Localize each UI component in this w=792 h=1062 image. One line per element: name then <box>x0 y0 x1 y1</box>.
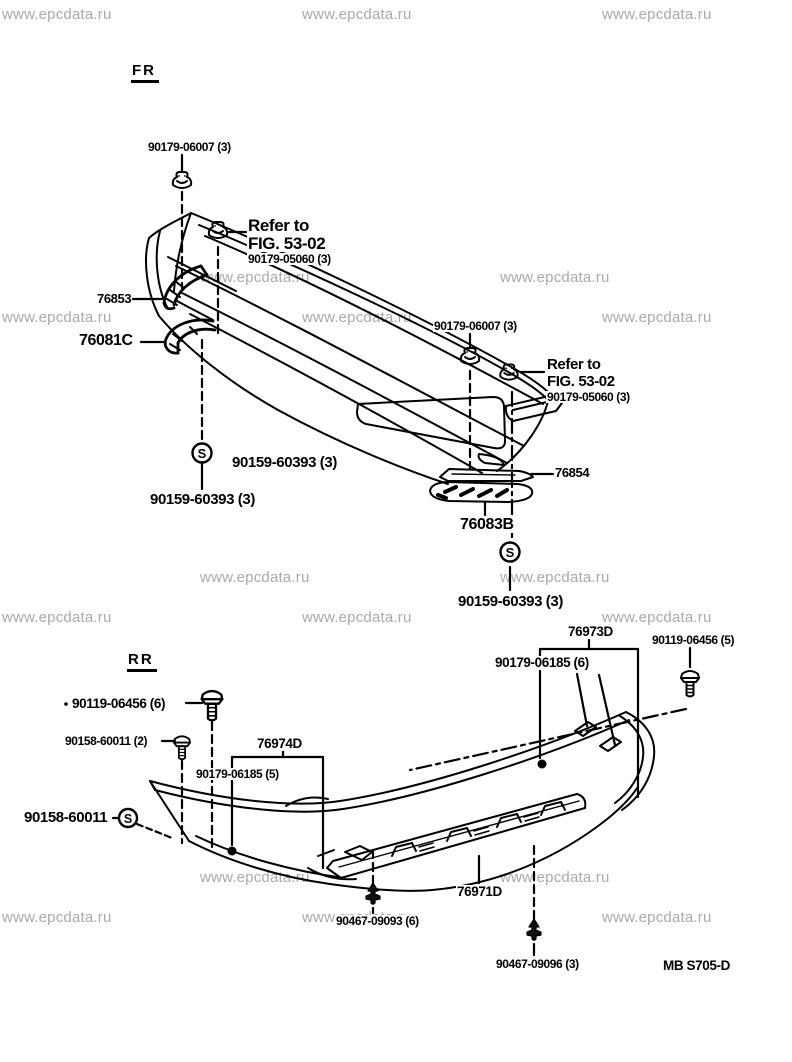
fr-screw-mid-label: 90159-60393 (3) <box>231 454 338 471</box>
fr-bumper-outline <box>145 212 563 485</box>
screw-symbol-circle <box>117 807 139 829</box>
rivet-clip-icon <box>526 918 542 942</box>
watermark: www.epcdata.ru <box>302 6 412 23</box>
fr-bracket-76853 <box>162 264 209 311</box>
watermark: www.epcdata.ru <box>2 909 112 926</box>
watermark: www.epcdata.ru <box>302 609 412 626</box>
rivet-clip-icon <box>365 882 381 906</box>
watermark: www.epcdata.ru <box>302 309 412 326</box>
watermark: www.epcdata.ru <box>602 609 712 626</box>
fr-refer-note1-line2: FIG. 53-02 <box>247 234 327 253</box>
screw-symbol-letter: S <box>506 545 515 560</box>
rr-screw-60011-s-label: 90158-60011 <box>23 809 109 826</box>
rr-rail-76971d <box>307 793 587 881</box>
watermark: www.epcdata.ru <box>2 609 112 626</box>
watermark: www.epcdata.ru <box>200 869 310 886</box>
rr-clip-06185-6-label: 90179-06185 (6) <box>494 655 590 670</box>
fr-refer-note2-line1: Refer to <box>546 356 602 373</box>
rr-rivet-09093-label: 90467-09093 (6) <box>335 914 420 928</box>
fr-refer-note2-line2: FIG. 53-02 <box>546 373 616 390</box>
fr-nut-mid-label: 90179-06007 (3) <box>433 319 518 333</box>
rr-screw-60011-2-label: 90158-60011 (2) <box>64 734 149 748</box>
fr-bracket-76853-label: 76853 <box>96 291 133 306</box>
screw-icon <box>172 735 192 761</box>
figure-code: MB S705-D <box>662 958 731 973</box>
rr-spoiler-drawing: S <box>64 638 700 957</box>
fr-refer-note2-part: 90179-05060 (3) <box>546 390 631 404</box>
screw-symbol-circle <box>191 442 213 464</box>
fr-strip-76854 <box>439 468 534 482</box>
screw-icon <box>680 670 700 698</box>
watermark: www.epcdata.ru <box>500 569 610 586</box>
rr-screw-symbols: S <box>64 702 139 829</box>
rr-bolt-06456-6-label: 90119-06456 (6) <box>71 696 167 711</box>
watermark: www.epcdata.ru <box>602 6 712 23</box>
rr-fasteners <box>172 670 700 942</box>
fr-bracket-76081c-label: 76081C <box>78 332 134 349</box>
rr-pad-76974d-label: 76974D <box>256 736 303 751</box>
fr-refer-note1-line1: Refer to <box>247 216 311 235</box>
screw-symbol-letter: S <box>198 446 207 461</box>
rr-clip-06185-5-label: 90179-06185 (5) <box>195 767 280 781</box>
rr-garnish-76971d-label: 76971D <box>456 884 503 899</box>
speck <box>64 702 68 706</box>
fr-fasteners <box>171 171 519 381</box>
rr-rivet-09096-label: 90467-09096 (3) <box>495 957 580 971</box>
rr-bolt-06456-5-label: 90119-06456 (5) <box>651 633 736 647</box>
fr-bracket-76081c <box>163 318 217 355</box>
screw-symbol-circle <box>499 541 521 563</box>
watermark: www.epcdata.ru <box>500 869 610 886</box>
fr-lip-76083b-label: 76083B <box>459 516 515 533</box>
screw-icon <box>200 689 224 722</box>
watermark: www.epcdata.ru <box>2 309 112 326</box>
watermark: www.epcdata.ru <box>602 309 712 326</box>
clip-icon <box>171 171 193 189</box>
fr-strip-76854-label: 76854 <box>554 465 591 480</box>
screw-symbol-letter: S <box>124 812 132 826</box>
rr-top-clips <box>227 721 622 856</box>
rr-pad-76973d-label: 76973D <box>567 624 614 639</box>
fr-section-label: FR <box>131 63 159 83</box>
fr-nut-top-label: 90179-06007 (3) <box>147 140 232 154</box>
watermark: www.epcdata.ru <box>500 269 610 286</box>
fr-screw-left-label: 90159-60393 (3) <box>149 491 256 508</box>
watermark: www.epcdata.ru <box>200 269 310 286</box>
watermark: www.epcdata.ru <box>200 569 310 586</box>
watermark: www.epcdata.ru <box>602 909 712 926</box>
rr-section-label: RR <box>127 652 157 672</box>
fr-screw-bottom-label: 90159-60393 (3) <box>457 593 564 610</box>
fr-refer-note1-part: 90179-05060 (3) <box>247 252 332 266</box>
watermark: www.epcdata.ru <box>2 6 112 23</box>
fr-leader-lines <box>128 153 555 592</box>
fr-screw-symbols: S S <box>191 442 521 563</box>
fr-lip-76083b <box>429 481 534 503</box>
